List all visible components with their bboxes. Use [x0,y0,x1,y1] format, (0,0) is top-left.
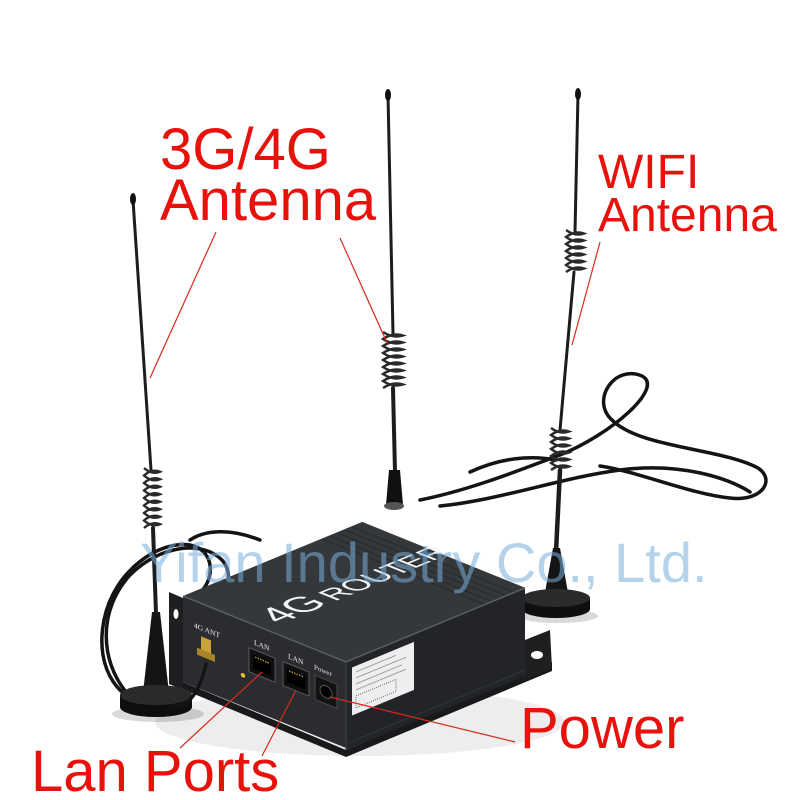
left-antenna-coil [142,467,164,529]
router-side-panel [346,588,525,750]
cable-left-feed [188,530,262,542]
rib-line [330,536,492,602]
top-ribbing [322,526,514,605]
center-antenna-rod-upper [386,93,395,336]
cable-right-loop-1 [418,372,768,502]
center-antenna-rod-lower [391,386,397,474]
label-wifi-antenna-line2: Antenna [598,189,777,242]
status-led [240,672,246,678]
router-front-panel: 4G ANT LAN LAN Power [183,596,346,749]
sticker-print-lines [356,654,406,691]
label-wifi-antenna-line1: WIFI [598,146,699,199]
center-antenna-coil [380,330,407,390]
wifi-antenna-rod-lower [553,467,563,555]
left-antenna-rod-lower [151,526,158,616]
sticker-line [356,656,406,679]
left-antenna-rod-upper [131,198,153,472]
cellular-antenna-center [380,89,407,510]
router: 4GROUTER 4G ANT LAN LAN Power [169,521,552,757]
wifi-antenna-coil-lower [548,427,573,471]
label-power: Power [520,696,684,761]
sticker-line [356,668,406,691]
router-top-face: 4GROUTER [183,521,526,662]
wifi-antenna [522,88,590,618]
left-antenna-boot [143,612,169,693]
cable-right-loop-2 [438,466,752,508]
sticker-line [356,664,402,685]
wifi-antenna-rod-middle [558,270,576,432]
center-antenna-nut [384,502,404,510]
label-cellular-antenna-line2: Antenna [160,168,377,233]
label-cellular-antenna-line1: 3G/4G [160,117,331,182]
wifi-antenna-boot [544,548,569,598]
lan-port-2 [282,660,310,697]
top-panel [183,521,526,662]
pointer-lan-port-1 [179,671,263,749]
side-panel [346,588,525,750]
watermark: Yifan Industry Co., Ltd. [140,531,708,594]
power-jack [314,674,338,710]
callout-pointers [149,231,601,757]
pointer-power [329,696,516,743]
wifi-antenna-magnet-top [522,589,590,607]
rib-line [337,533,499,599]
callout-labels: 3G/4G Antenna WIFI Antenna Power Lan Por… [31,117,777,800]
rib-line [322,539,484,605]
sticker-line [356,654,396,673]
cable-right-loop-3 [468,455,558,474]
side-groove [346,669,525,745]
router-left-flange [169,592,183,690]
pointer-lan-port-2 [261,689,297,757]
left-antenna-magnet-top [120,685,192,705]
right-flange-hole [531,651,543,659]
pointer-center-antenna [339,237,389,346]
power-jack-socket [319,684,333,699]
pointer-left-antenna [149,231,217,379]
lan-port-1 [248,647,276,683]
rib-line [352,526,514,593]
center-antenna-tip [385,89,391,101]
rib-line [344,529,506,596]
center-antenna-base [386,470,403,505]
lan-port-2-socket [287,668,305,690]
lan-port-1-socket [253,654,271,676]
wifi-antenna-rod-upper [573,92,580,234]
router-bottom-plate [170,662,552,757]
left-flange-hole [173,609,179,619]
cable-left-loop-1 [100,542,212,708]
cellular-antenna-left [120,193,208,717]
wifi-antenna-coil-upper [563,229,588,273]
label-lan-ports: Lan Ports [31,739,279,800]
left-antenna-cable-to-port [170,662,208,708]
antenna-sma-nut [197,647,215,662]
left-antenna-tip [130,193,136,205]
pointer-wifi-antenna [571,241,601,346]
wifi-antenna-tip [575,88,581,100]
